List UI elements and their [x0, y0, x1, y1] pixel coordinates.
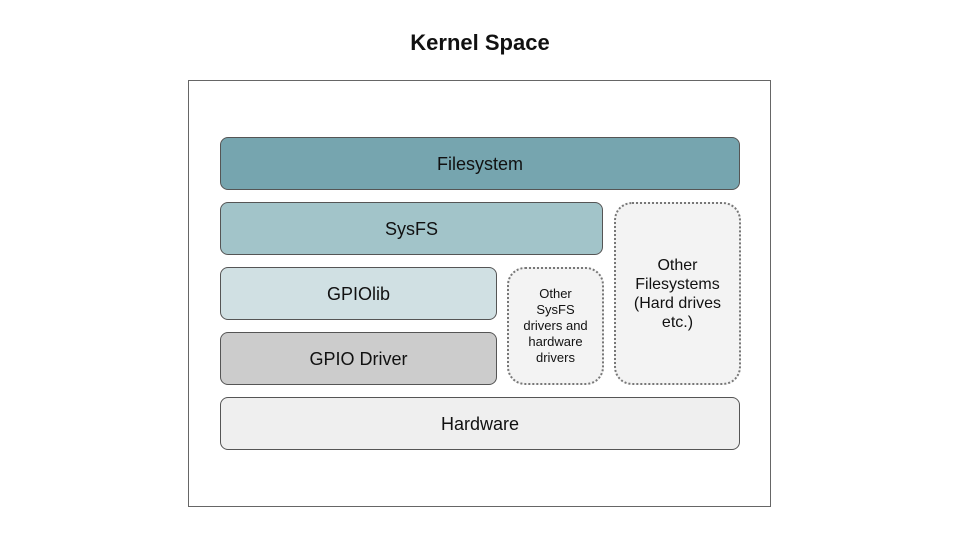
other-sysfs-drivers-block: Other SysFS drivers and hardware drivers [507, 267, 604, 385]
diagram-title: Kernel Space [410, 30, 550, 55]
other-filesystems-label: Other Filesystems (Hard drives etc.) [633, 256, 722, 331]
filesystem-block: Filesystem [220, 137, 740, 190]
sysfs-block: SysFS [220, 202, 603, 255]
other-sysfs-drivers-label: Other SysFS drivers and hardware drivers [523, 286, 588, 365]
gpiolib-label: GPIOlib [326, 283, 391, 304]
filesystem-label: Filesystem [436, 153, 523, 174]
gpiolib-block: GPIOlib [220, 267, 497, 320]
other-filesystems-block: Other Filesystems (Hard drives etc.) [614, 202, 741, 385]
hardware-label: Hardware [440, 413, 520, 434]
sysfs-label: SysFS [384, 218, 438, 239]
hardware-block: Hardware [220, 397, 740, 450]
gpio-driver-block: GPIO Driver [220, 332, 497, 385]
gpio-driver-label: GPIO Driver [309, 348, 408, 369]
